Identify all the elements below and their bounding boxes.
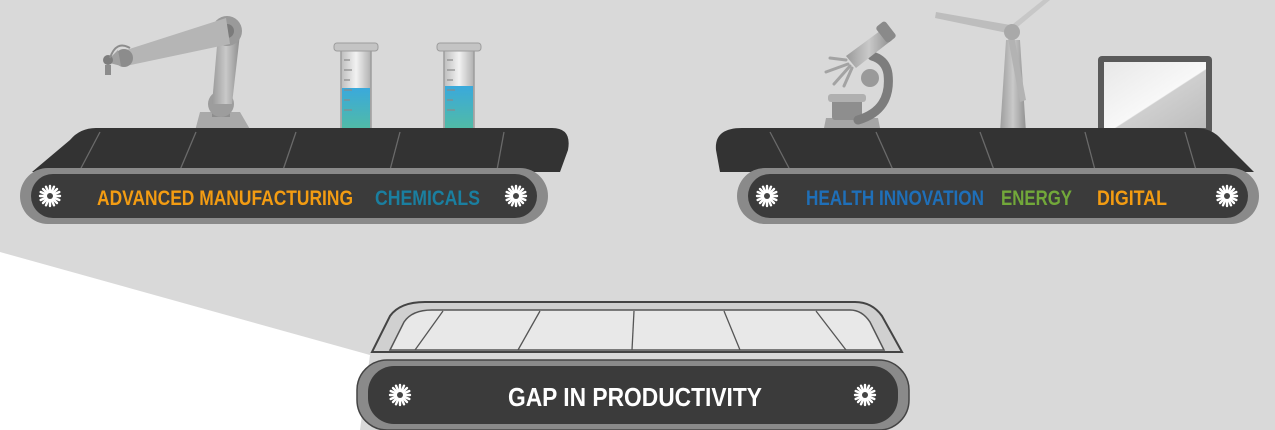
health-innovation-label: HEALTH INNOVATION — [806, 187, 984, 210]
bottom-conveyor-belt: GAP IN PRODUCTIVITY — [356, 301, 910, 430]
advanced-manufacturing-label: ADVANCED MANUFACTURING — [97, 187, 353, 210]
gear-icon — [755, 184, 779, 208]
gear-icon — [388, 383, 412, 407]
belt-top — [715, 128, 1254, 172]
gear-icon — [38, 184, 62, 208]
chemicals-label: CHEMICALS — [375, 187, 480, 210]
left-conveyor-belt: ADVANCED MANUFACTURING CHEMICALS — [20, 16, 569, 224]
gap-in-productivity-label: GAP IN PRODUCTIVITY — [508, 382, 762, 412]
gear-icon — [1215, 184, 1239, 208]
wind-turbine-icon — [935, 0, 1050, 148]
belt-top — [32, 128, 569, 172]
computer-monitor-icon — [1098, 56, 1212, 144]
gear-icon — [504, 184, 528, 208]
background-light-wedge — [0, 252, 370, 430]
gear-icon — [853, 383, 877, 407]
right-conveyor-belt: HEALTH INNOVATION ENERGY DIGITAL — [715, 0, 1259, 224]
energy-label: ENERGY — [1001, 187, 1072, 210]
digital-label: DIGITAL — [1097, 187, 1167, 210]
